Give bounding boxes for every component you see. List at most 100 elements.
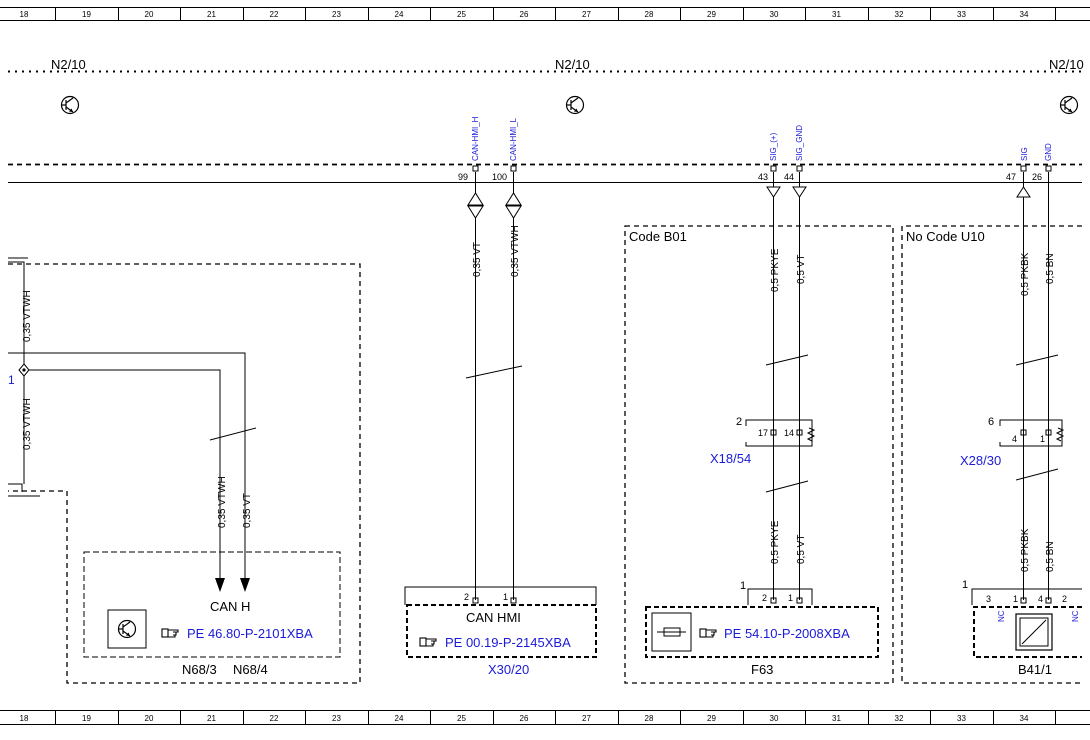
ruler-top-column-label: 18 — [20, 10, 29, 19]
wire-label-vtwh-x30: 0,35 VTWH — [510, 225, 521, 277]
n68-ref-link[interactable]: PE 46.80-P-2101XBA — [187, 626, 313, 641]
connector-bus — [8, 163, 1082, 183]
b41-label: B41/1 — [1018, 662, 1052, 677]
wire-label-vt-top: 0,5 VT — [796, 255, 807, 284]
unit-header: N2/10 N2/10 N2/10 — [8, 57, 1084, 115]
ruler-top-column-label: 34 — [1020, 10, 1029, 19]
ruler-bottom-column-label: 19 — [82, 714, 91, 723]
x28-pin-1: 1 — [1040, 434, 1045, 444]
pin-number-100: 100 — [492, 172, 507, 182]
x30-label-link[interactable]: X30/20 — [488, 662, 529, 677]
f63-group-number: 1 — [740, 580, 746, 592]
wire-label-bn-top: 0,5 BN — [1045, 253, 1056, 284]
ruler-top-column-label: 32 — [895, 10, 904, 19]
ruler-bottom-column-label: 29 — [707, 714, 716, 723]
pin-signal-sig-plus: SIG_(+) — [769, 132, 778, 161]
wire-label-vt-n68: 0,35 VT — [242, 493, 253, 528]
x28-label-link[interactable]: X28/30 — [960, 453, 1001, 468]
ruler-top-column-label: 24 — [395, 10, 404, 19]
transistor-icon — [1059, 95, 1079, 115]
ruler-top-column-label: 23 — [332, 10, 341, 19]
pin-number-26: 26 — [1032, 172, 1042, 182]
ruler-bottom-column-label: 28 — [645, 714, 654, 723]
hand-pointer-icon — [161, 628, 179, 638]
pin-number-44: 44 — [784, 172, 794, 182]
ruler-bottom-column-label: 31 — [832, 714, 841, 723]
transistor-icon — [60, 95, 80, 115]
wire-label-pkbk-top: 0,5 PKBK — [1020, 252, 1031, 296]
x18-pin-14: 14 — [784, 428, 794, 438]
b41-pin-4: 4 — [1038, 594, 1043, 604]
ruler-bottom-column-label: 32 — [895, 714, 904, 723]
wire-label-pkye-bottom: 0,5 PKYE — [770, 520, 781, 564]
x30-ref-link[interactable]: PE 00.19-P-2145XBA — [445, 635, 571, 650]
ruler-bottom-column-label: 20 — [145, 714, 154, 723]
unit-label-3: N2/10 — [1049, 57, 1084, 72]
ruler-bottom-column-label: 18 — [20, 714, 29, 723]
code-b01-group: Code B01 0,5 PKYE 0,5 VT 2 17 14 X18/54 … — [624, 172, 894, 684]
sensor-icon — [1015, 613, 1053, 651]
ruler-top-column-label: 25 — [457, 10, 466, 19]
ruler-bottom-column-label: 21 — [207, 714, 216, 723]
wire-label-vt-x30: 0,35 VT — [472, 242, 483, 277]
hand-pointer-icon — [419, 637, 437, 647]
ruler-bottom-column-label: 23 — [332, 714, 341, 723]
pin-signal-can-hmi-h: CAN-HMI_H — [471, 116, 480, 161]
pin-plugs — [472, 165, 1052, 172]
ruler-top-column-label: 31 — [832, 10, 841, 19]
ruler-bottom-column-label: 25 — [457, 714, 466, 723]
ruler-bottom-column-label: 22 — [270, 714, 279, 723]
ruler-top-column-label: 26 — [520, 10, 529, 19]
ruler-top-column-label: 21 — [207, 10, 216, 19]
n68-signal: CAN H — [210, 599, 250, 614]
unit-label-2: N2/10 — [555, 57, 590, 72]
f63-pin-2: 2 — [762, 593, 767, 603]
bidirectional-arrow-l — [505, 192, 522, 219]
b41-nc-a: NC — [997, 610, 1006, 622]
x30-pin-1: 1 — [503, 592, 508, 602]
ruler-top-column-label: 28 — [645, 10, 654, 19]
x18-label-link[interactable]: X18/54 — [710, 451, 751, 466]
ruler-bottom-column-label: 34 — [1020, 714, 1029, 723]
code-b01-title: Code B01 — [629, 229, 687, 244]
b41-group-number: 1 — [962, 579, 968, 591]
ruler-bottom: 18 19 20 21 22 23 24 25 26 27 28 29 30 31 32 33 34 — [0, 710, 1090, 725]
x30-group: 0,35 VT 0,35 VTWH 2 1 CAN HMI PE 00.19-P… — [404, 172, 597, 677]
wire-label-bn-bottom: 0,5 BN — [1045, 541, 1056, 572]
ruler-bottom-column-label: 27 — [582, 714, 591, 723]
wire-label-vt-bottom: 0,5 VT — [796, 535, 807, 564]
ruler-top-column-label: 29 — [707, 10, 716, 19]
ruler-top-column-label: 19 — [82, 10, 91, 19]
wire-label-vtwh-left-top: 0,35 VTWH — [22, 290, 33, 342]
no-code-u10-title: No Code U10 — [906, 229, 985, 244]
b41-pin-2: 2 — [1062, 594, 1067, 604]
pin-signal-sig-gnd: SIG_GND — [795, 125, 804, 161]
ruler-top-column-label: 30 — [770, 10, 779, 19]
bidirectional-arrow-h — [467, 192, 484, 219]
ruler-bottom-column-label: 33 — [957, 714, 966, 723]
x30-pin-2: 2 — [464, 592, 469, 602]
b41-pin-1: 1 — [1013, 594, 1018, 604]
n68-group: 0,35 VTWH 0,35 VTWH 1 0,35 VTWH 0,35 VT … — [8, 257, 361, 684]
pin-signal-gnd: GND — [1044, 143, 1053, 161]
pin-numbers: 99 100 43 44 47 26 — [458, 172, 1042, 182]
transistor-icon — [565, 95, 585, 115]
ruler-bottom-column-label: 24 — [395, 714, 404, 723]
n68-label-a: N68/3 — [182, 662, 217, 677]
b41-pin-3: 3 — [986, 594, 991, 604]
wire-label-vtwh-n68: 0,35 VTWH — [217, 476, 228, 528]
pin-signal-names: CAN-HMI_H CAN-HMI_L SIG_(+) SIG_GND SIG … — [471, 116, 1053, 161]
pin-number-47: 47 — [1006, 172, 1016, 182]
no-code-u10-group: No Code U10 0,5 PKBK 0,5 BN 6 4 1 X28/30… — [901, 172, 1082, 684]
wire-label-pkye-top: 0,5 PKYE — [770, 248, 781, 292]
ruler-bottom-column-label: 30 — [770, 714, 779, 723]
ruler-bottom-column-label: 26 — [520, 714, 529, 723]
ruler-top-column-label: 27 — [582, 10, 591, 19]
f63-ref-link[interactable]: PE 54.10-P-2008XBA — [724, 626, 850, 641]
wire-label-vtwh-left-bottom: 0,35 VTWH — [22, 398, 33, 450]
x18-group-number: 2 — [736, 416, 742, 428]
fuse-icon — [651, 612, 692, 652]
